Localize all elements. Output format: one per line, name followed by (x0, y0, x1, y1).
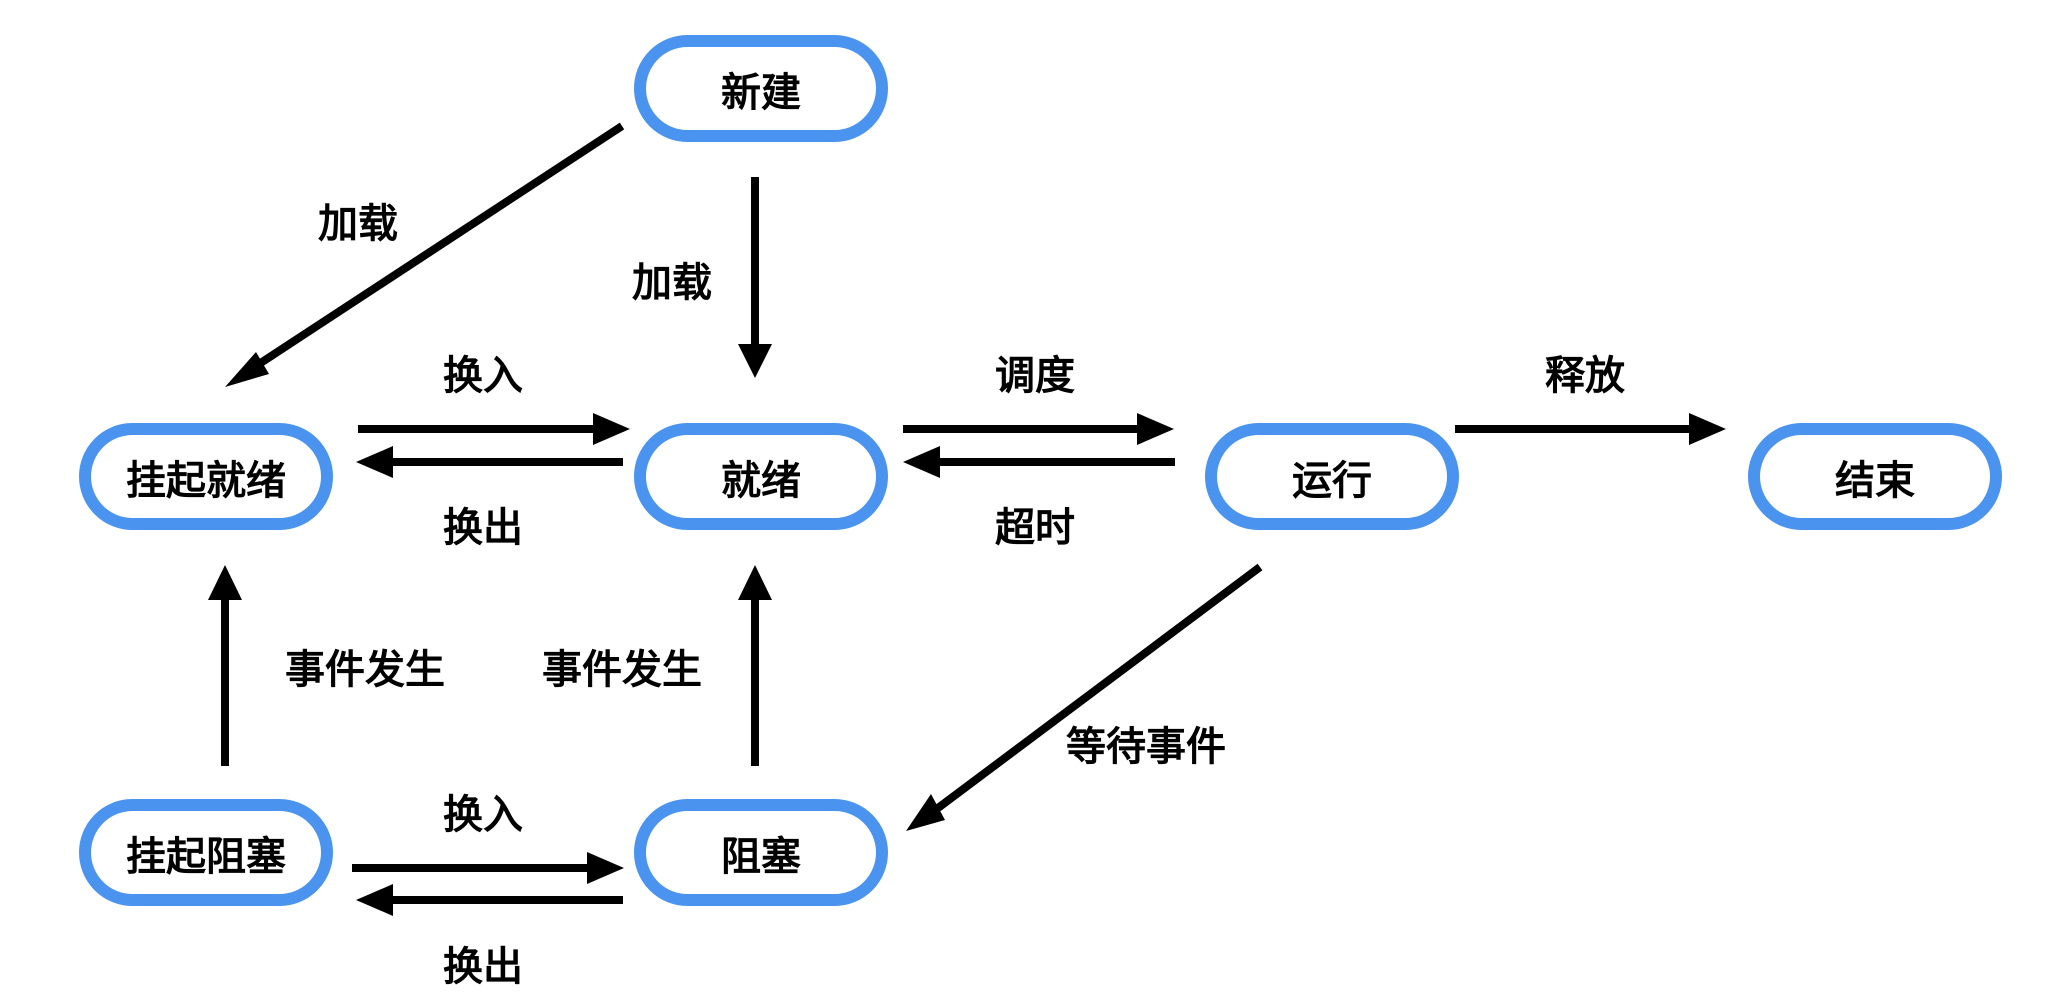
state-new: 新建 (634, 35, 888, 142)
state-running-label: 运行 (1292, 457, 1372, 504)
arrow-running-to-ready (903, 446, 1175, 478)
state-blocked-label: 阻塞 (721, 833, 801, 880)
arrow-blocked-to-ready (738, 565, 772, 766)
arrow-ready-to-running (903, 413, 1174, 445)
state-suspend-blocked: 挂起阻塞 (79, 799, 333, 906)
state-ready-label: 就绪 (721, 457, 801, 504)
state-ready: 就绪 (634, 423, 888, 530)
state-new-label: 新建 (721, 69, 801, 116)
edge-label-running-to-ready: 超时 (995, 505, 1075, 551)
edge-label-ready-to-running: 调度 (995, 353, 1075, 399)
edge-label-suspend-blocked-to-blocked: 换入 (443, 792, 523, 838)
arrow-running-to-end (1455, 413, 1726, 445)
edge-label-blocked-to-suspend-blocked: 换出 (443, 944, 523, 990)
arrow-suspend-ready-to-ready (358, 413, 630, 445)
state-suspend-blocked-label: 挂起阻塞 (126, 833, 286, 880)
state-end-label: 结束 (1835, 457, 1915, 504)
edge-label-ready-to-suspend-ready: 换出 (443, 505, 523, 551)
edge-label-new-to-ready: 加载 (632, 260, 712, 306)
edge-label-blocked-to-ready: 事件发生 (542, 647, 702, 693)
edge-label-suspend-ready-to-ready: 换入 (443, 353, 523, 399)
state-suspend-ready-label: 挂起就绪 (126, 457, 286, 504)
state-end: 结束 (1748, 423, 2002, 530)
state-blocked: 阻塞 (634, 799, 888, 906)
edge-label-suspend-blocked-to-suspend-ready: 事件发生 (285, 647, 445, 693)
arrow-new-to-ready (738, 177, 772, 378)
edge-label-running-to-end: 释放 (1545, 353, 1625, 399)
arrow-blocked-to-suspend-blocked (356, 884, 623, 916)
arrow-new-to-suspend-ready (225, 122, 625, 387)
arrow-suspend-blocked-to-suspend-ready (208, 565, 242, 766)
arrow-ready-to-suspend-ready (356, 446, 623, 478)
arrow-suspend-blocked-to-blocked (352, 852, 624, 884)
arrow-running-to-blocked (906, 563, 1263, 831)
edge-label-running-to-blocked: 等待事件 (1066, 724, 1226, 770)
edge-label-new-to-suspend-ready: 加载 (318, 201, 398, 247)
state-suspend-ready: 挂起就绪 (79, 423, 333, 530)
state-running: 运行 (1205, 423, 1459, 530)
